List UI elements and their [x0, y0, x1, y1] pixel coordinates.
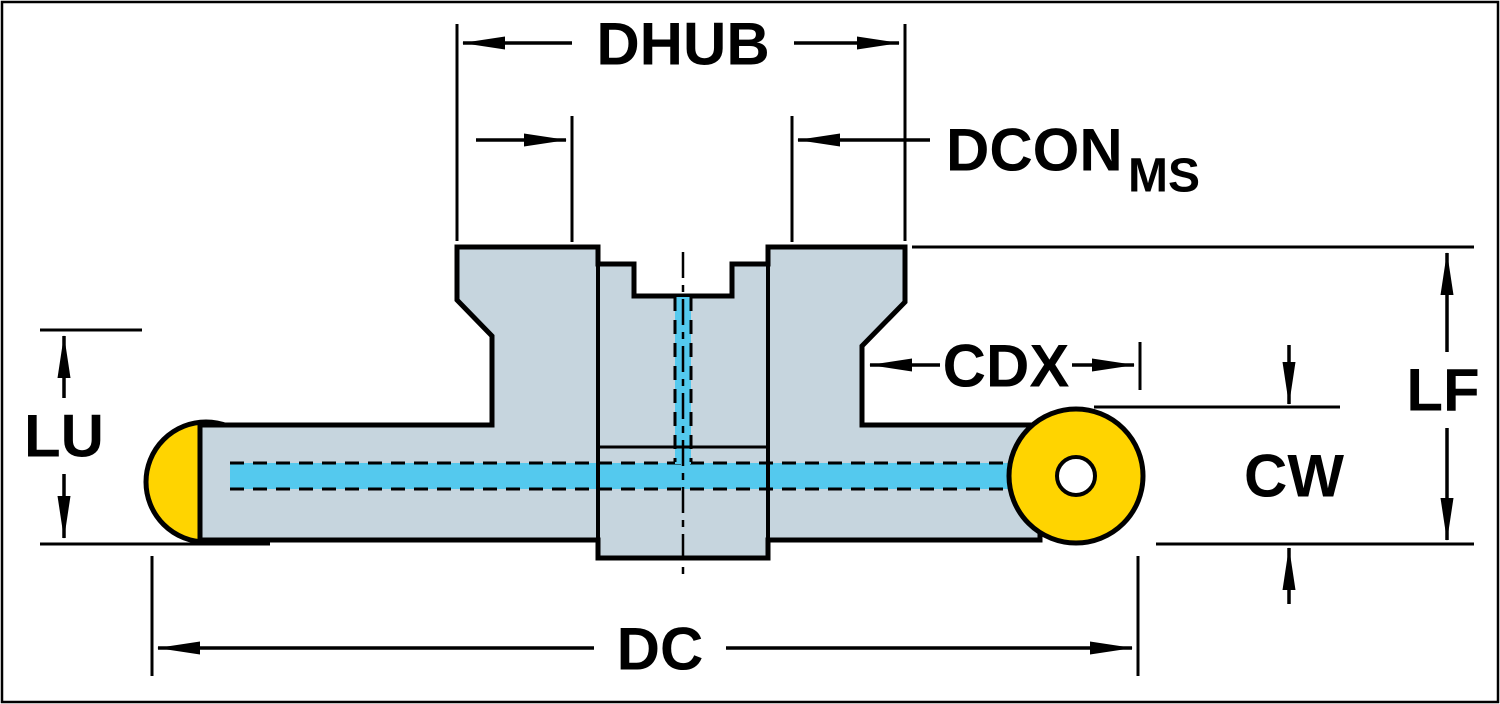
- dim-dcon: DCON MS: [476, 116, 1200, 242]
- dcon-sublabel: MS: [1128, 150, 1200, 203]
- dim-lu: LU: [24, 328, 142, 539]
- cutter-body: [197, 244, 1043, 561]
- lu-label: LU: [24, 403, 104, 470]
- dim-dhub: DHUB: [455, 11, 907, 241]
- dim-lf: LF: [912, 245, 1480, 541]
- dc-label: DC: [617, 616, 704, 683]
- cutter-drawing: [143, 244, 1146, 576]
- dim-dc: DC: [150, 556, 1140, 683]
- dimensions: DHUB DCON MS CDX: [24, 11, 1480, 683]
- cdx-label: CDX: [943, 333, 1070, 400]
- insert-screw-hole: [1055, 455, 1097, 497]
- dcon-label: DCON: [946, 117, 1123, 184]
- dim-cw: CW: [1094, 345, 1344, 604]
- dim-cdx: CDX: [869, 333, 1142, 400]
- cw-label: CW: [1244, 443, 1344, 510]
- lf-label: LF: [1406, 357, 1479, 424]
- dhub-label: DHUB: [596, 11, 769, 78]
- coolant-channel-horizontal: [230, 463, 1012, 489]
